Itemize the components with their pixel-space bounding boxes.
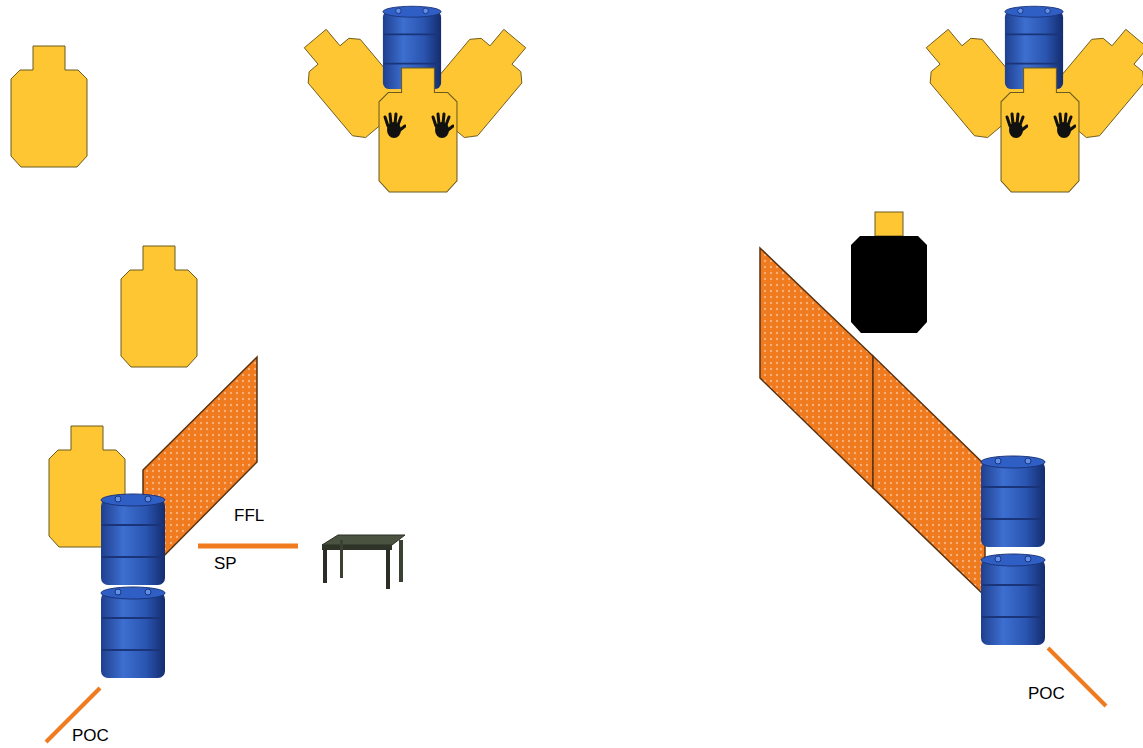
stage-label: FFL bbox=[232, 506, 266, 525]
start-line bbox=[198, 544, 298, 549]
barrel bbox=[101, 587, 165, 678]
stage-label: POC bbox=[70, 726, 111, 745]
stage-label: POC bbox=[1026, 684, 1067, 703]
no-shoot-target bbox=[851, 212, 927, 333]
mesh-wall bbox=[760, 248, 873, 488]
barrel bbox=[981, 554, 1045, 645]
barrel bbox=[981, 456, 1045, 547]
table bbox=[322, 535, 405, 589]
barrel bbox=[101, 494, 165, 585]
target bbox=[11, 46, 87, 167]
target-cluster bbox=[911, 6, 1143, 192]
stage-label: SP bbox=[212, 554, 239, 573]
mesh-wall bbox=[873, 356, 985, 596]
target-cluster bbox=[289, 6, 541, 192]
target bbox=[121, 246, 197, 367]
